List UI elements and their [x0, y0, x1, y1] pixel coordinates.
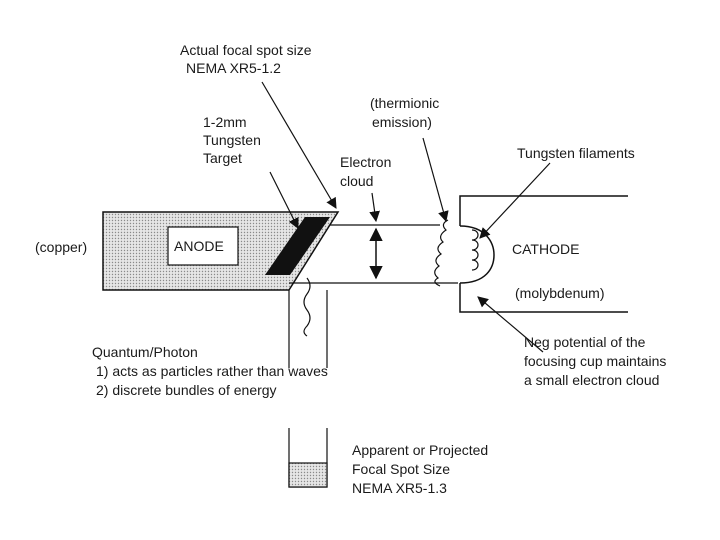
tungsten-target	[265, 217, 330, 275]
pointer-electron-cloud	[369, 192, 380, 223]
target-label-3: Target	[203, 150, 242, 166]
pointer-tungsten-target	[269, 171, 299, 229]
quantum-label-3: 2) discrete bundles of energy	[96, 382, 277, 398]
anode-label-box	[167, 226, 239, 266]
quantum-label-2: 1) acts as particles rather than waves	[96, 363, 328, 379]
pointer-tungsten-filaments	[479, 162, 551, 239]
focusing-cup	[459, 225, 495, 284]
tungsten-filament-coil	[471, 229, 479, 271]
target-label-2: Tungsten	[203, 132, 261, 148]
neg-potential-label-2: focusing cup maintains	[524, 353, 666, 369]
molybdenum-label: (molybdenum)	[515, 285, 604, 301]
cathode-label: CATHODE	[512, 241, 579, 257]
thermionic-label-2: emission)	[372, 114, 432, 130]
actual-focal-label-1: Actual focal spot size	[180, 42, 312, 58]
quantum-label-1: Quantum/Photon	[92, 344, 198, 360]
apparent-focal-label-1: Apparent or Projected	[352, 442, 488, 458]
tungsten-filaments-label: Tungsten filaments	[517, 145, 635, 161]
neg-potential-label-1: Neg potential of the	[524, 334, 646, 350]
apparent-focal-label-2: Focal Spot Size	[352, 461, 450, 477]
actual-focal-label-2: NEMA XR5-1.2	[186, 60, 281, 76]
thermionic-label-1: (thermionic	[370, 95, 439, 111]
projected-focal-spot	[288, 462, 328, 488]
cathode-housing	[459, 195, 628, 313]
copper-label: (copper)	[35, 239, 87, 255]
pointer-thermionic	[422, 137, 449, 223]
electron-cloud-label-1: Electron	[340, 154, 391, 170]
photon-squiggle	[303, 277, 311, 337]
pointer-neg-potential	[477, 296, 544, 353]
anode-label: ANODE	[174, 238, 224, 254]
electron-cloud-label-2: cloud	[340, 173, 373, 189]
target-label-1: 1-2mm	[203, 114, 247, 130]
pointer-actual-focal	[261, 81, 337, 209]
electron-cloud-squiggle	[434, 219, 449, 287]
neg-potential-label-3: a small electron cloud	[524, 372, 659, 388]
apparent-focal-label-3: NEMA XR5-1.3	[352, 480, 447, 496]
